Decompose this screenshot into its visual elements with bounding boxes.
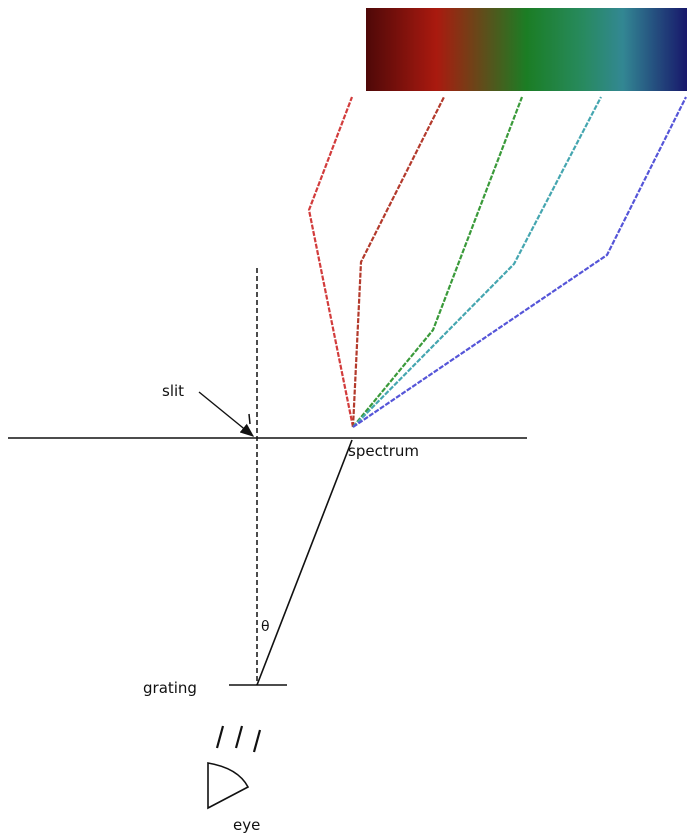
- slit-arrow: [198, 391, 255, 437]
- grating-to-spectrum-line: [256, 439, 353, 686]
- light-dash-2: [234, 725, 244, 749]
- ray-cyan: [352, 96, 602, 428]
- light-dash-1: [215, 725, 225, 749]
- ray-blue: [352, 96, 687, 428]
- slit-label: slit: [162, 382, 184, 400]
- ray-green: [352, 96, 524, 428]
- grating-label: grating: [143, 679, 197, 697]
- slit-mark: [248, 413, 251, 425]
- ray-red: [307, 96, 355, 428]
- theta-label: θ: [261, 619, 270, 635]
- eye-icon: [207, 762, 250, 810]
- eye-label: eye: [233, 816, 260, 833]
- light-dash-3: [252, 729, 262, 753]
- spectrum-band-vignette: [366, 8, 687, 91]
- spectrum-label: spectrum: [348, 442, 419, 460]
- ray-dark-red: [351, 96, 445, 428]
- spectrum-band: [366, 8, 687, 91]
